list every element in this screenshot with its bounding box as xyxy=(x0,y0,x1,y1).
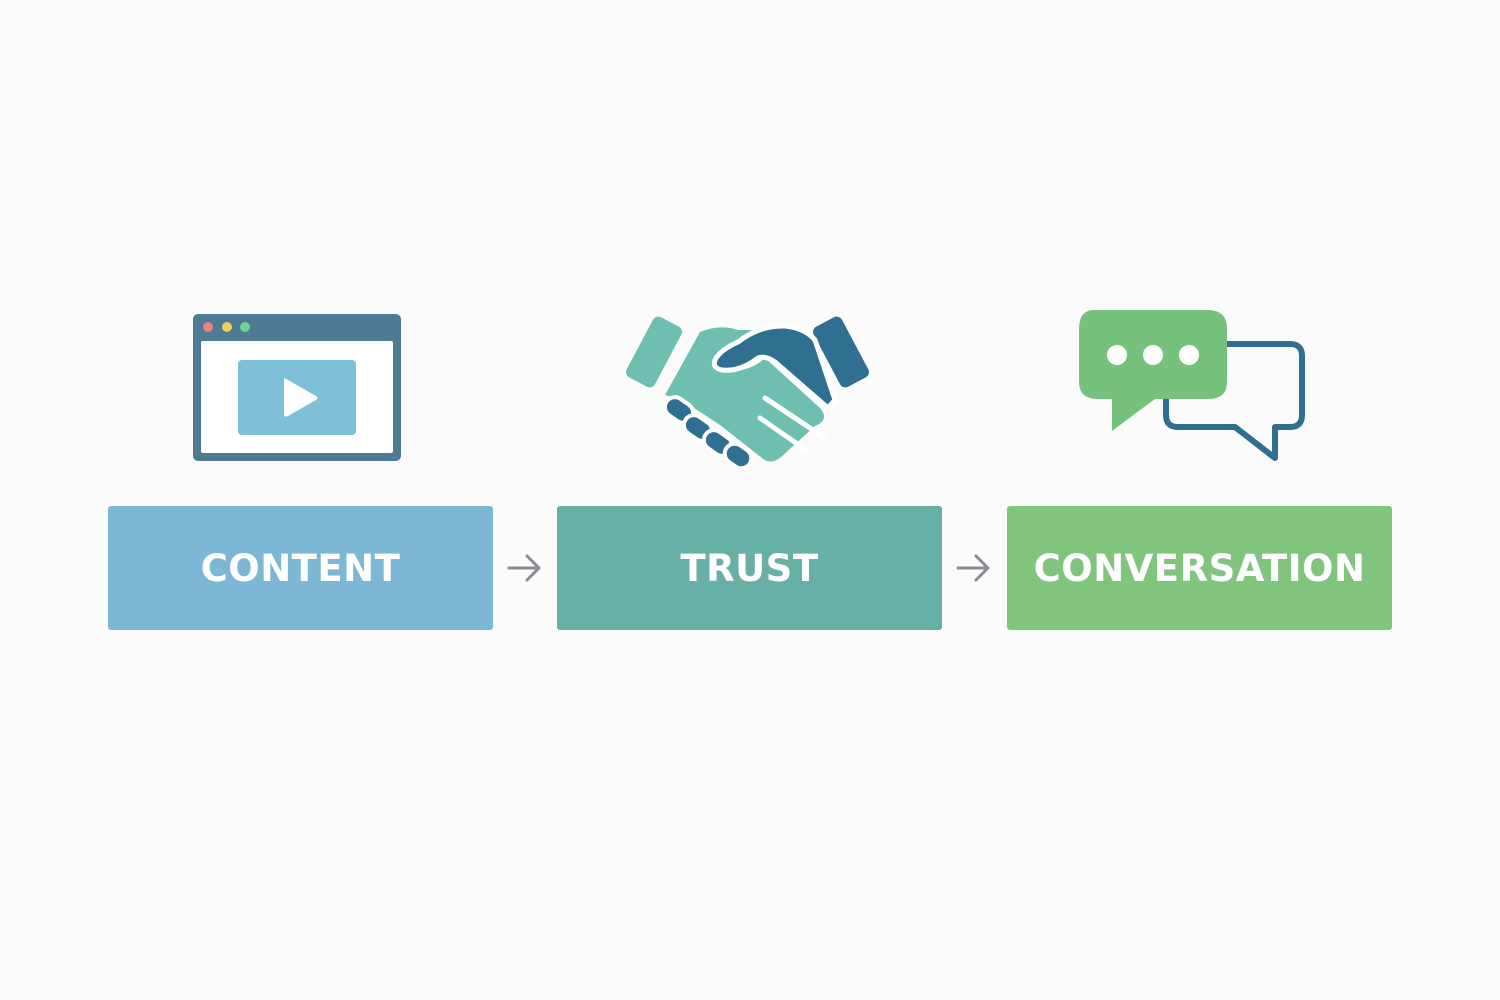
step-conversation: CONVERSATION xyxy=(1007,506,1392,630)
arrow-right-icon xyxy=(507,554,541,582)
step-label: CONVERSATION xyxy=(1033,546,1366,590)
step-trust: TRUST xyxy=(557,506,942,630)
arrow-right-icon xyxy=(956,554,990,582)
step-label: TRUST xyxy=(680,546,819,590)
step-content: CONTENT xyxy=(108,506,493,630)
handshake-icon xyxy=(626,316,869,471)
browser-video-icon xyxy=(193,314,401,461)
step-label: CONTENT xyxy=(200,546,401,590)
chat-bubbles-icon xyxy=(1079,310,1305,461)
